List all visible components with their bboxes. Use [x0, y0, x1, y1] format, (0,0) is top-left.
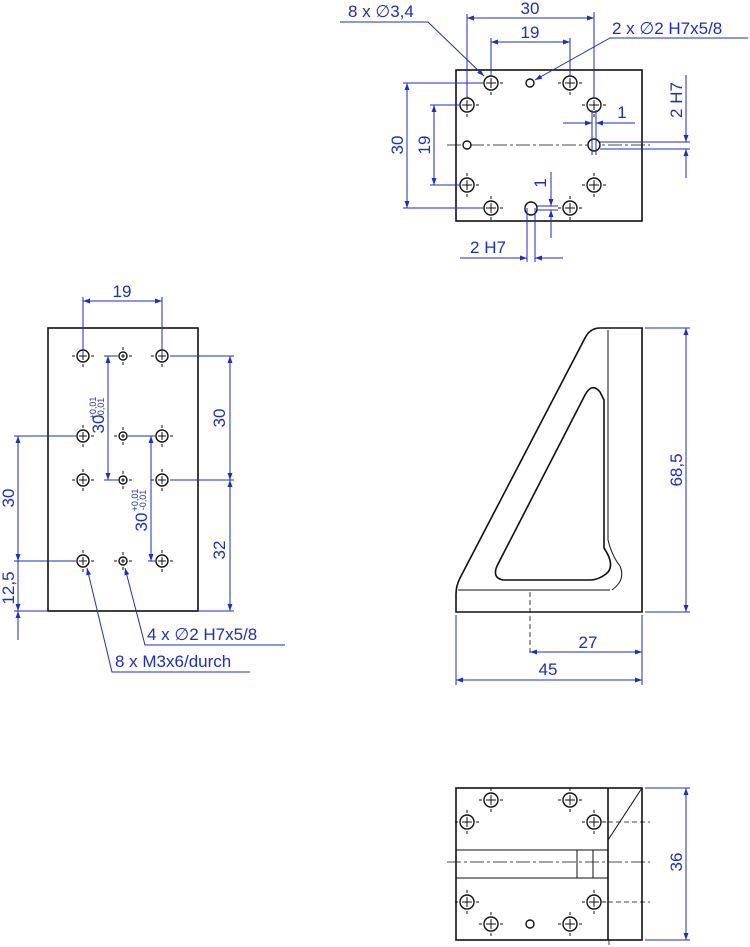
side-view: 68,5 27 45	[455, 327, 690, 685]
dim-offset-right: 1	[617, 103, 626, 122]
bracket-outline	[455, 327, 643, 613]
dim-slot-bottom: 2 H7	[470, 238, 506, 257]
dim-slot-right: 2 H7	[667, 82, 686, 118]
front-view-outline	[47, 327, 199, 612]
tol-minus-upper: -0,01	[96, 398, 106, 419]
through-hole	[479, 912, 503, 936]
callout-through-holes: 8 x ∅3,4	[348, 2, 414, 21]
threaded-hole	[72, 469, 94, 491]
bottom-view-holes	[455, 788, 606, 936]
pin-slot-bottom	[524, 201, 538, 216]
through-hole	[558, 912, 582, 936]
tol-minus-lower: -0,01	[138, 490, 148, 511]
top-view: 30 19 30 19 1 2 H7 1 2 H7 8 x ∅3	[340, 0, 748, 262]
callout-pin-holes: 2 x ∅2 H7x5/8	[612, 19, 722, 38]
dim-right-lower: 32	[210, 541, 229, 560]
dim-offset-bottom: 1	[531, 178, 550, 187]
front-view: 19 30 32 30 12,5 30 +0,01 -0,01 30 +0,01…	[0, 282, 285, 673]
threaded-hole	[151, 469, 173, 491]
through-holes	[455, 71, 606, 220]
pin-hole	[114, 552, 132, 570]
lightening-cutout	[494, 386, 612, 581]
dim-width: 45	[539, 660, 558, 679]
dim-left-spacing: 30	[0, 489, 18, 508]
threaded-hole	[72, 550, 94, 572]
through-hole	[558, 788, 582, 812]
bottom-view-outline	[455, 787, 643, 941]
dim-height-bottom: 36	[667, 853, 686, 872]
pin-hole	[462, 140, 472, 150]
dim-tol-upper: 30	[89, 415, 108, 434]
through-hole	[582, 173, 606, 197]
callout-threads: 8 x M3x6/durch	[115, 652, 231, 671]
dim-outer-width: 30	[521, 0, 540, 18]
through-hole	[582, 890, 606, 914]
dim-inner-width: 19	[521, 23, 540, 42]
through-hole	[455, 810, 479, 834]
callout-pin-holes-front: 4 x ∅2 H7x5/8	[147, 625, 257, 644]
pin-hole	[114, 471, 132, 489]
dim-offset: 27	[579, 633, 598, 652]
tol-plus-lower: +0,01	[130, 489, 140, 512]
tol-plus-upper: +0,01	[88, 397, 98, 420]
dim-left-edge: 12,5	[0, 571, 18, 604]
dim-right-upper: 30	[210, 409, 229, 428]
pin-hole	[525, 78, 535, 88]
dim-inner-height: 19	[415, 136, 434, 155]
pin-hole	[525, 919, 535, 929]
front-view-holes	[72, 345, 173, 572]
top-view-outline	[455, 69, 643, 222]
bottom-view: 36	[447, 787, 690, 947]
through-hole	[582, 810, 606, 834]
pin-hole	[114, 427, 132, 445]
through-hole	[479, 788, 503, 812]
through-hole	[455, 890, 479, 914]
dim-outer-height: 30	[388, 136, 407, 155]
dim-tol-lower: 30	[132, 513, 151, 532]
through-hole	[558, 196, 582, 220]
pin-slot-right	[587, 138, 601, 152]
through-hole	[479, 71, 503, 95]
dim-hole-spacing: 19	[113, 282, 132, 301]
dim-height: 68,5	[667, 453, 686, 486]
